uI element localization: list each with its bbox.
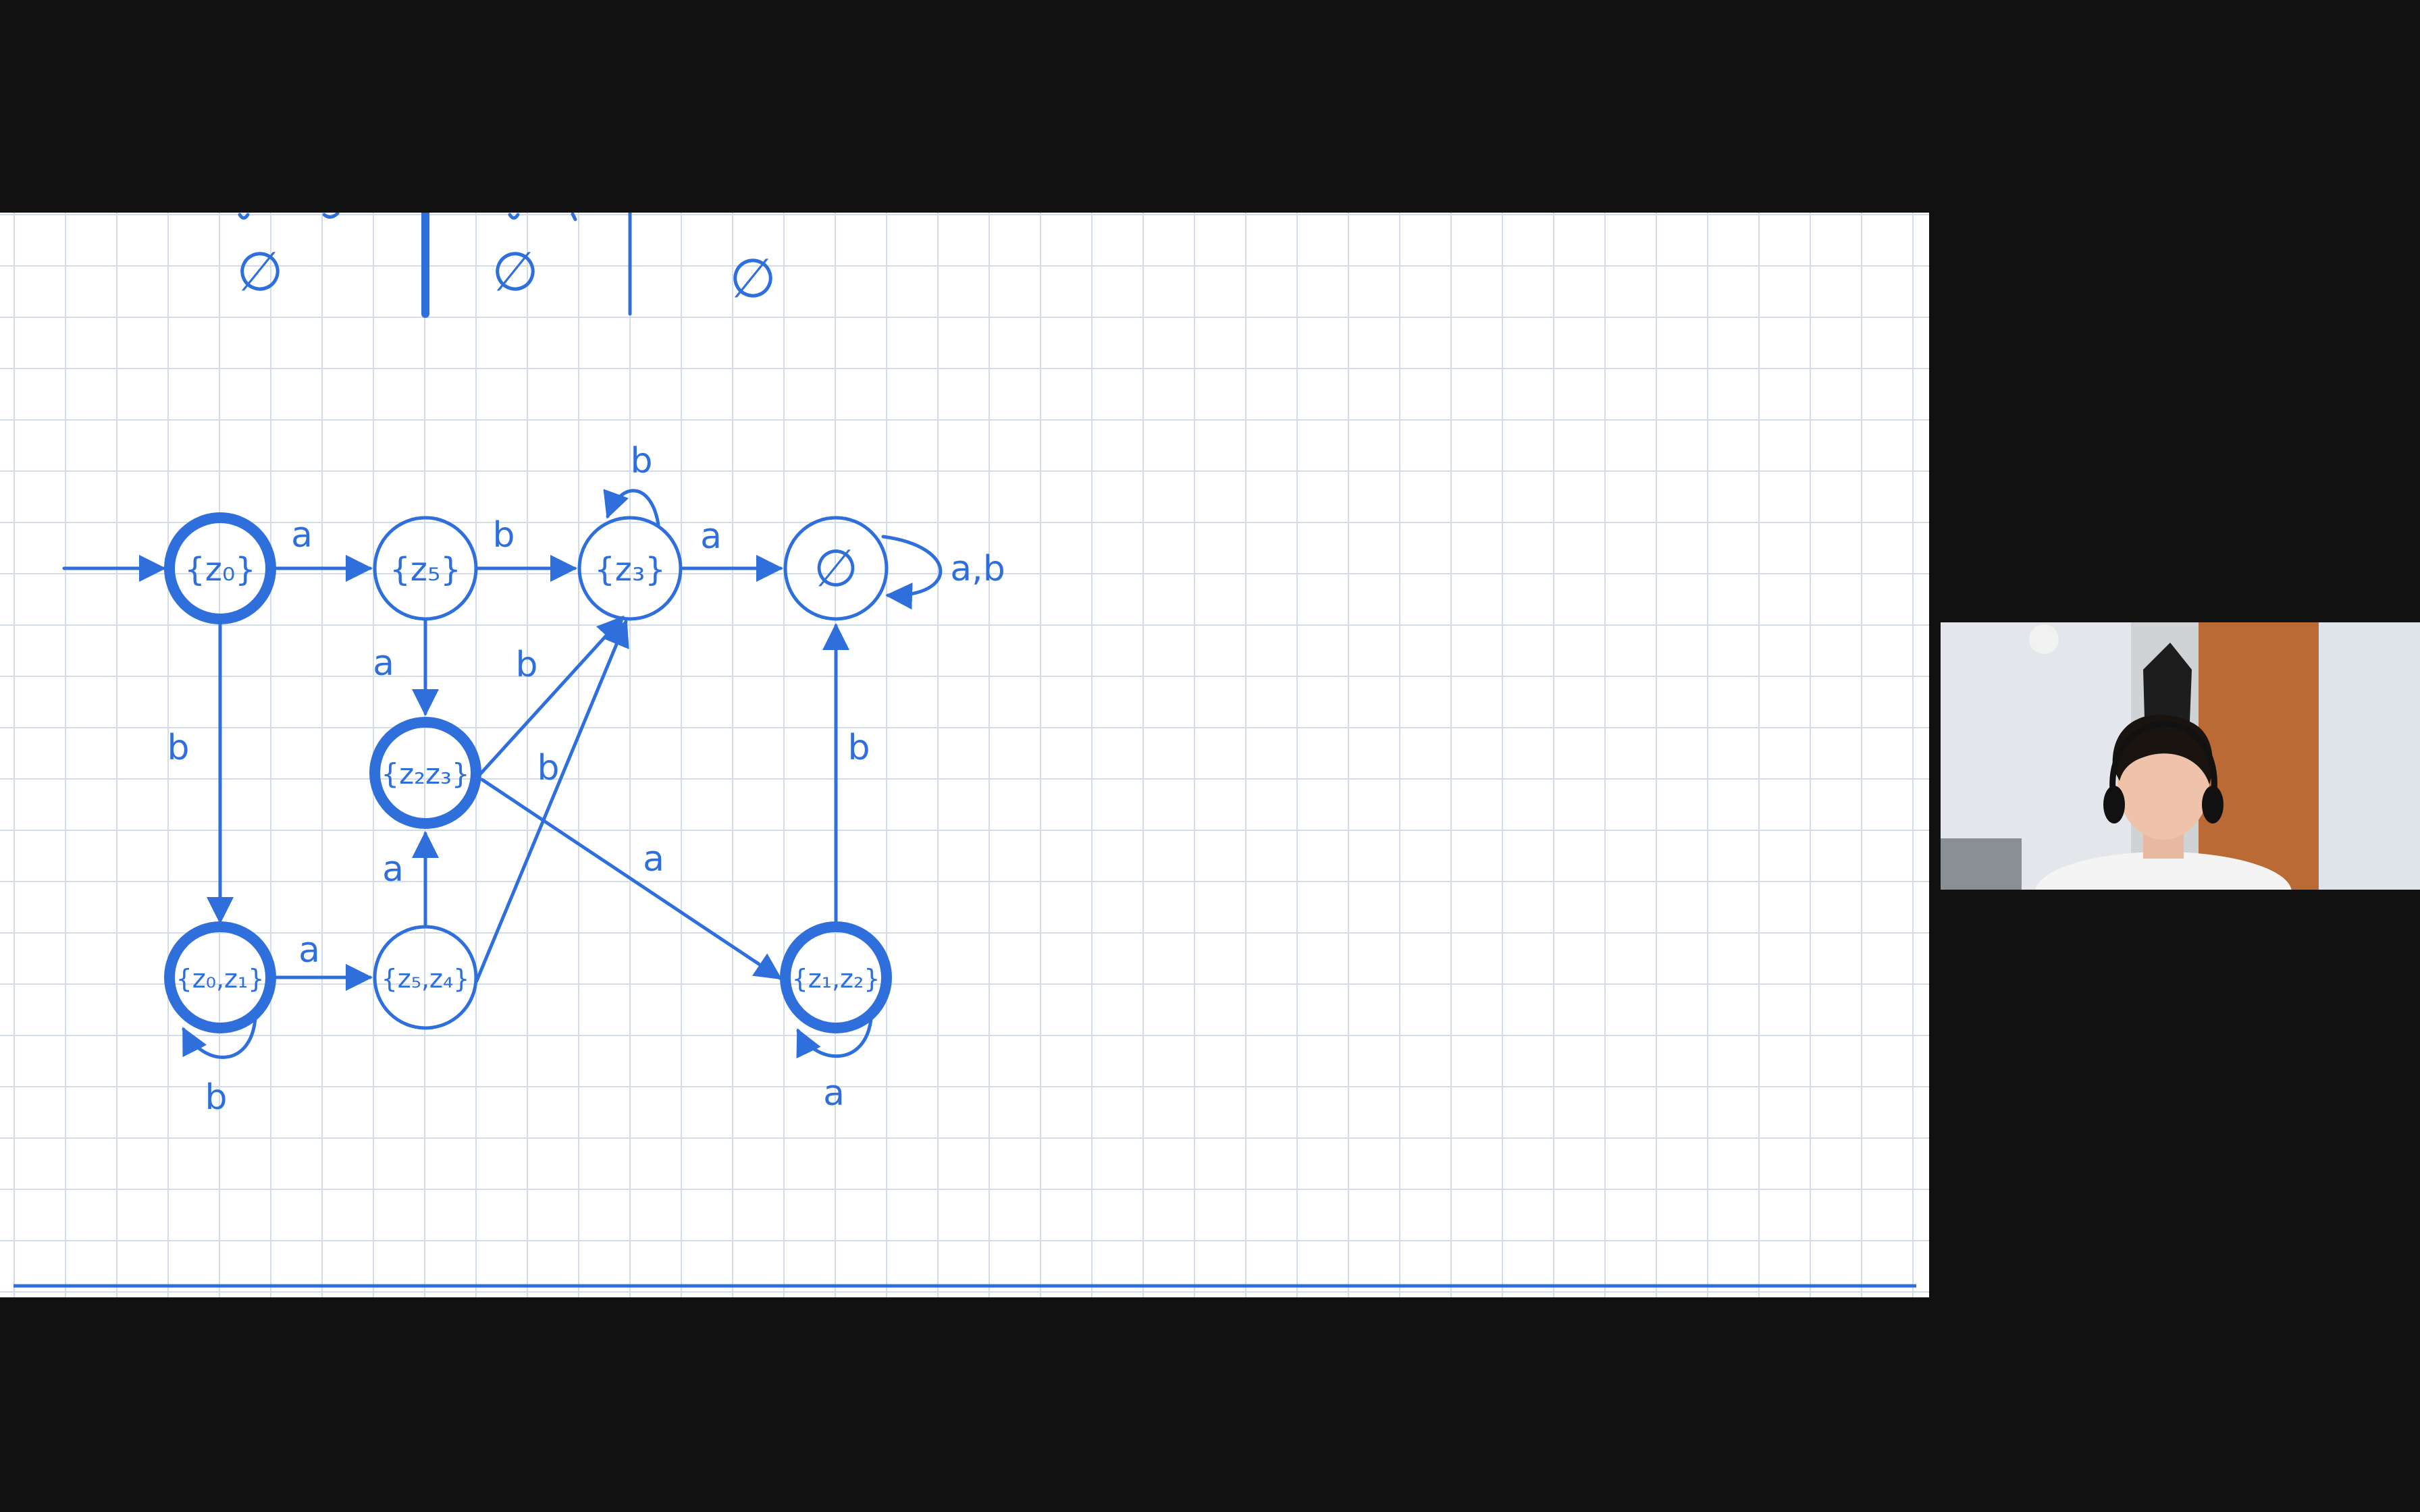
edge-label: b: [537, 748, 559, 788]
state-z5: {z₅}: [373, 516, 478, 621]
state-circle-accepting: [164, 921, 276, 1033]
state-z0: {z₀}: [164, 512, 276, 624]
empty-mark: ∅: [729, 247, 777, 310]
state-label: ∅: [814, 538, 858, 598]
door: [2197, 622, 2319, 890]
edge-z2z3-z3: [478, 616, 625, 776]
edge-label: a: [823, 1073, 845, 1114]
edge-label: b: [847, 728, 870, 768]
state-label: {z₀,z₁}: [176, 964, 265, 994]
state-z2z3: {z₂z₃}: [369, 717, 481, 829]
state-circle-accepting: [369, 717, 481, 829]
dfa-diagram: ∅ ∅ ∅: [14, 213, 1916, 1288]
edge-label: a: [291, 515, 313, 556]
webcam-overlay: [1941, 622, 2420, 890]
state-label: {z₀}: [184, 551, 256, 589]
edge-label: a: [373, 643, 394, 684]
empty-mark: ∅: [236, 240, 284, 303]
cut-off-ink: [238, 213, 340, 220]
headphone-left: [2103, 786, 2125, 824]
furniture: [1941, 838, 2022, 890]
state-circle: [577, 516, 683, 621]
state-label: {z₅}: [390, 551, 461, 589]
edge-z2z3-z1z2: [480, 778, 783, 980]
loop-z3: [603, 489, 660, 526]
state-label: {z₂z₃}: [381, 757, 469, 790]
state-circle-accepting: [780, 921, 892, 1033]
state-circle: [373, 516, 478, 621]
svg-text:∅: ∅: [236, 240, 284, 303]
state-z0z1: {z₀,z₁}: [164, 921, 276, 1033]
state-label: {z₃}: [594, 551, 666, 589]
edge-label: b: [515, 645, 537, 685]
table-remnant: ∅ ∅ ∅: [236, 213, 777, 318]
state-circle: [373, 925, 478, 1030]
state-empty: ∅: [783, 516, 889, 621]
state-z1z2: {z₁,z₂}: [780, 921, 892, 1033]
wall-lamp: [2029, 624, 2059, 654]
edge-z5z4-z3: [475, 619, 629, 983]
svg-text:∅: ∅: [729, 247, 777, 310]
edge-label: b: [167, 728, 189, 768]
headphones-band: [2109, 720, 2217, 792]
webcam-feed: [1941, 622, 2420, 890]
state-label: {z₁,z₂}: [792, 964, 880, 994]
edge-label: a: [382, 849, 404, 890]
edge-label: a: [298, 930, 320, 971]
edge-label: b: [630, 441, 652, 481]
edge-label: a: [643, 839, 664, 880]
loop-empty: [881, 535, 943, 610]
empty-mark: ∅: [492, 240, 539, 303]
window: [2319, 622, 2420, 890]
headphone-right: [2202, 786, 2224, 824]
edge-label: a,b: [950, 549, 1005, 589]
shirt: [2035, 852, 2292, 890]
state-z5z4: {z₅,z₄}: [373, 925, 478, 1030]
loop-z0z1: [182, 1017, 257, 1059]
edge-label: b: [492, 515, 515, 556]
state-label: {z₅,z₄}: [382, 964, 470, 994]
svg-text:∅: ∅: [492, 240, 539, 303]
edge-labels: a b b a a,b a b b b a b a a b a: [167, 441, 1005, 1118]
state-z3: {z₃}: [577, 516, 683, 621]
state-circle-accepting: [164, 512, 276, 624]
edge-label: b: [205, 1077, 227, 1118]
whiteboard-canvas[interactable]: ∅ ∅ ∅: [0, 213, 1929, 1297]
state-circle: [783, 516, 889, 621]
edge-label: a: [700, 516, 722, 557]
loop-z1z2: [796, 1017, 873, 1059]
transition-edges: [62, 555, 849, 991]
cut-off-ink: [508, 213, 577, 221]
self-loops: [182, 489, 943, 1059]
